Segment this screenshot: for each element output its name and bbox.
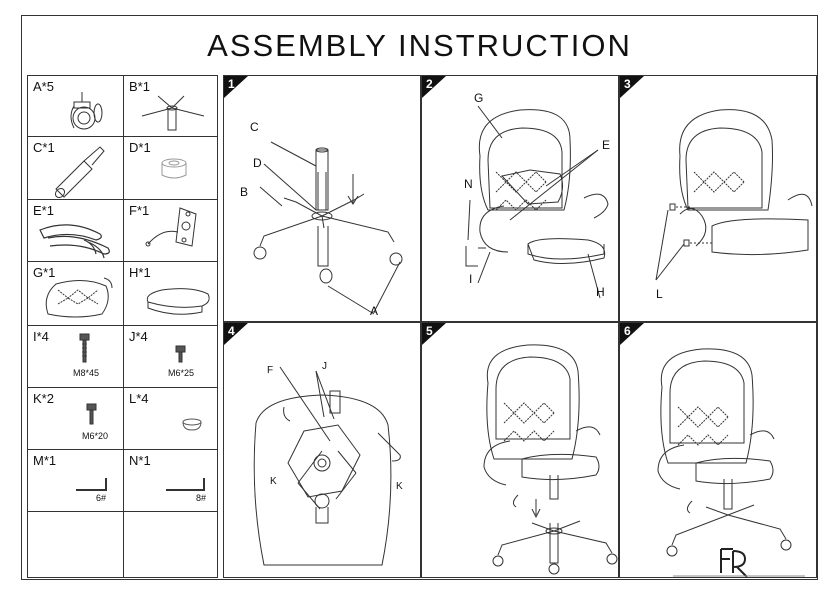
- callout-label: K: [270, 476, 277, 487]
- part-cell-a: A*5: [28, 76, 124, 136]
- part-label: A*5: [33, 79, 54, 94]
- allen-key-icon: [166, 478, 205, 491]
- step-badge: [620, 76, 644, 98]
- callout-label: I: [469, 272, 473, 286]
- step-number: 4: [228, 324, 235, 338]
- step-number: 1: [228, 77, 235, 91]
- step-number: 3: [624, 77, 631, 91]
- part-label: J*4: [129, 329, 148, 344]
- seat-backrest-assembly-illustration: [465, 105, 609, 299]
- part-cell-d: D*1: [124, 137, 218, 199]
- part-label: H*1: [129, 265, 151, 280]
- cylinder-cover-icon: [161, 158, 187, 179]
- tilt-mechanism-icon: [145, 207, 197, 247]
- part-cell-m: M*1 6#: [28, 450, 124, 511]
- cap-icon: [182, 418, 202, 431]
- page-title: ASSEMBLY INSTRUCTION: [207, 28, 632, 63]
- part-spec: M8*45: [73, 368, 100, 378]
- parts-row: C*1 D*1: [28, 137, 217, 200]
- callout-label: H: [596, 285, 605, 299]
- step-1-panel: 1 C D B A: [223, 75, 421, 322]
- parts-row: I*4 M8*45 J*4: [28, 326, 217, 388]
- mechanism-mounting-illustration: [253, 366, 401, 566]
- part-cell-k: K*2 M6*20: [28, 388, 124, 449]
- part-cell-e: E*1: [28, 200, 124, 261]
- step-4-panel: 4 F J K K: [223, 322, 421, 578]
- backrest-icon: [45, 277, 113, 318]
- callout-label: J: [322, 361, 327, 372]
- part-cell-c: C*1: [28, 137, 124, 199]
- callout-label: A: [370, 304, 379, 318]
- part-label: L*4: [129, 391, 149, 406]
- part-label: C*1: [33, 140, 55, 155]
- part-label: E*1: [33, 203, 54, 218]
- step-5-panel: 5: [421, 322, 619, 578]
- part-cell-empty: [28, 512, 124, 578]
- callout-label: D: [253, 156, 262, 170]
- step-number: 5: [426, 324, 433, 338]
- part-label: G*1: [33, 265, 56, 280]
- part-cell-j: J*4 M6*25: [124, 326, 218, 387]
- bolt-icon: [86, 403, 97, 425]
- callout-label: G: [474, 91, 484, 105]
- brand-logo-icon: [673, 548, 805, 578]
- step-2-panel: 2 G E N I H: [421, 75, 619, 322]
- part-cell-g: G*1: [28, 262, 124, 325]
- step-badge: [422, 76, 446, 98]
- callout-label: F: [267, 365, 274, 376]
- part-spec: 6#: [96, 493, 107, 503]
- parts-row: M*1 6# N*1 8#: [28, 450, 217, 512]
- part-cell-i: I*4 M8*45: [28, 326, 124, 387]
- parts-row: G*1 H*1: [28, 262, 217, 326]
- part-spec: M6*25: [168, 368, 195, 378]
- armrests-icon: [39, 224, 110, 259]
- gas-lift-icon: [54, 146, 105, 199]
- base-fitting-illustration: [483, 344, 618, 575]
- part-label: B*1: [129, 79, 150, 94]
- callout-label: E: [602, 138, 611, 152]
- step-badge: [620, 323, 644, 345]
- parts-table: A*5 B*1: [27, 75, 218, 578]
- step-number: 6: [624, 324, 631, 338]
- step-6-panel: 6: [619, 322, 817, 578]
- part-cell-empty: [124, 512, 218, 578]
- step-number: 2: [426, 77, 433, 91]
- step-badge: [224, 76, 248, 98]
- part-label: I*4: [33, 329, 49, 344]
- part-label: M*1: [33, 453, 57, 468]
- completed-chair-illustration: [657, 348, 792, 557]
- part-spec: M6*20: [82, 431, 109, 441]
- part-label: N*1: [129, 453, 151, 468]
- part-cell-n: N*1 8#: [124, 450, 218, 511]
- parts-row: [28, 512, 217, 578]
- step-badge: [224, 323, 248, 345]
- parts-row: E*1 F*1: [28, 200, 217, 262]
- callout-label: C: [250, 120, 259, 134]
- callout-label: B: [240, 185, 249, 199]
- caster-wheel-icon: [70, 92, 103, 130]
- part-spec: 8#: [196, 493, 207, 503]
- cap-fitting-illustration: [655, 109, 813, 281]
- part-cell-f: F*1: [124, 200, 218, 261]
- part-cell-l: L*4: [124, 388, 218, 449]
- part-label: D*1: [129, 140, 151, 155]
- step-3-panel: 3 L: [619, 75, 817, 322]
- part-label: K*2: [33, 391, 54, 406]
- step-badge: [422, 323, 446, 345]
- instruction-sheet: ASSEMBLY INSTRUCTION A*5 B*: [21, 15, 818, 580]
- callout-label: N: [464, 177, 473, 191]
- allen-key-icon: [76, 478, 107, 491]
- long-bolt-icon: [79, 333, 90, 363]
- part-cell-h: H*1: [124, 262, 218, 325]
- part-cell-b: B*1: [124, 76, 218, 136]
- parts-row: A*5 B*1: [28, 76, 217, 137]
- part-label: F*1: [129, 203, 150, 218]
- callout-label: L: [656, 287, 663, 301]
- short-bolt-icon: [175, 345, 186, 363]
- star-base-icon: [141, 95, 205, 131]
- parts-row: K*2 M6*20 L*4: [28, 388, 217, 450]
- callout-label: K: [396, 481, 403, 492]
- chair-base-assembly-illustration: [253, 141, 403, 315]
- seat-cushion-icon: [146, 288, 210, 315]
